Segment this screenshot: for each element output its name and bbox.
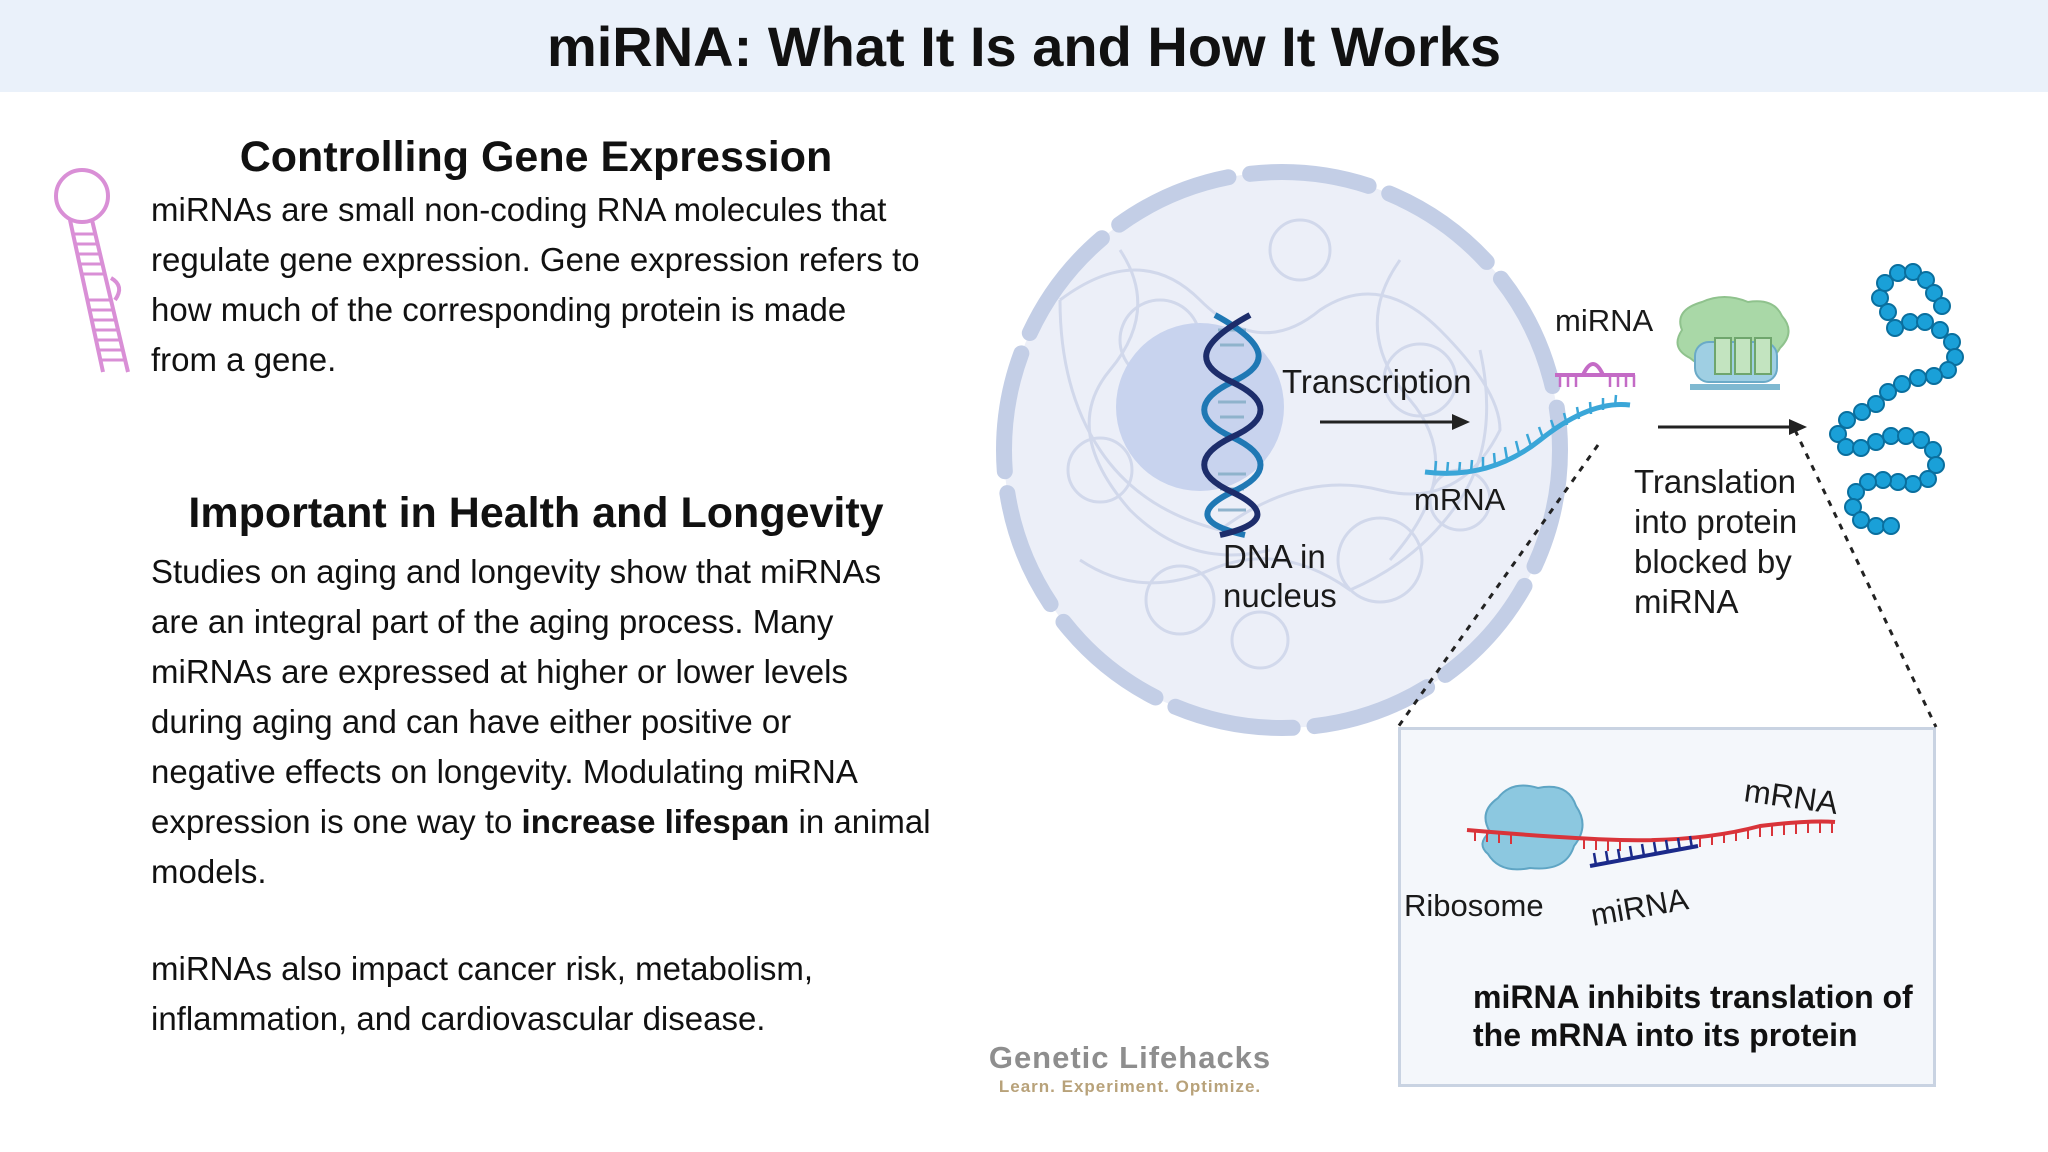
paragraph-line-suffix: in animal [789,803,931,840]
mirna-fragment-icon [1555,362,1636,387]
ribosome-complex-icon [1676,296,1790,390]
translation-label-line2: into protein [1634,503,1797,540]
inset-caption-line: miRNA inhibits translation of [1473,979,1913,1015]
translation-label-line4: miRNA [1634,583,1739,620]
paragraph-line: miRNAs are expressed at higher or lower … [151,653,848,690]
inset-ribosome-icon [1481,784,1584,871]
paragraph-line: from a gene. [151,341,337,378]
paragraph-line: regulate gene expression. Gene expressio… [151,241,920,278]
section-heading-gene-expression: Controlling Gene Expression [239,133,833,181]
other-effects-paragraph: miRNAs also impact cancer risk, metaboli… [151,944,961,1044]
section-heading-health-longevity: Important in Health and Longevity [188,489,884,537]
dna-label-line1: DNA in [1223,538,1326,575]
brand-name: Genetic Lifehacks [988,1040,1272,1075]
paragraph-line: are an integral part of the aging proces… [151,603,834,640]
increase-lifespan-emphasis: increase lifespan [521,803,790,840]
translation-label-line1: Translation [1634,463,1796,500]
paragraph-line: miRNAs also impact cancer risk, metaboli… [151,950,813,987]
paragraph-line: during aging and can have either positiv… [151,703,792,740]
gene-expression-paragraph: miRNAs are small non-coding RNA molecule… [151,185,961,385]
paragraph-line: inflammation, and cardiovascular disease… [151,1000,766,1037]
title-band [0,0,2048,92]
inset-mirna-label: miRNA [1588,881,1691,933]
dna-helix-icon [1201,312,1264,538]
inset-mrna-strand [1466,819,1836,851]
paragraph-line: Studies on aging and longevity show that… [151,553,882,590]
mrna-label: mRNA [1414,482,1506,517]
brand-tagline: Learn. Experiment. Optimize. [998,1077,1262,1096]
mrna-strand [1424,394,1631,476]
transcription-arrow [1320,414,1470,430]
protein-chain-icon [1829,263,1964,535]
transcription-label: Transcription [1282,363,1472,400]
translation-label-line3: blocked by [1634,543,1792,580]
paragraph-line-prefix: expression is one way to [151,803,522,840]
paragraph-line: how much of the corresponding protein is… [151,291,847,328]
paragraph-line: models. [151,853,267,890]
paragraph-line: miRNAs are small non-coding RNA molecule… [151,191,887,228]
inset-ribosome-label: Ribosome [1404,888,1544,923]
cell-illustration [996,164,1568,736]
inset-box [1398,727,1936,1087]
inset-mrna-label: mRNA [1742,772,1841,821]
health-longevity-paragraph: Studies on aging and longevity show that… [151,547,961,897]
inset-mirna-strand [1589,835,1699,868]
page-title: miRNA: What It Is and How It Works [546,15,1502,78]
mirna-hairpin-icon [54,168,130,373]
dna-label-line2: nucleus [1223,577,1337,614]
translation-arrow [1658,419,1807,435]
zoom-indicator-lines [1396,429,1938,728]
inset-caption-line: the mRNA into its protein [1473,1017,1858,1053]
mirna-label: miRNA [1555,303,1653,338]
inset-caption: miRNA inhibits translation of the mRNA i… [1473,978,1933,1054]
brand-logo: Genetic Lifehacks Learn. Experiment. Opt… [980,1040,1280,1098]
paragraph-line: negative effects on longevity. Modulatin… [151,753,858,790]
